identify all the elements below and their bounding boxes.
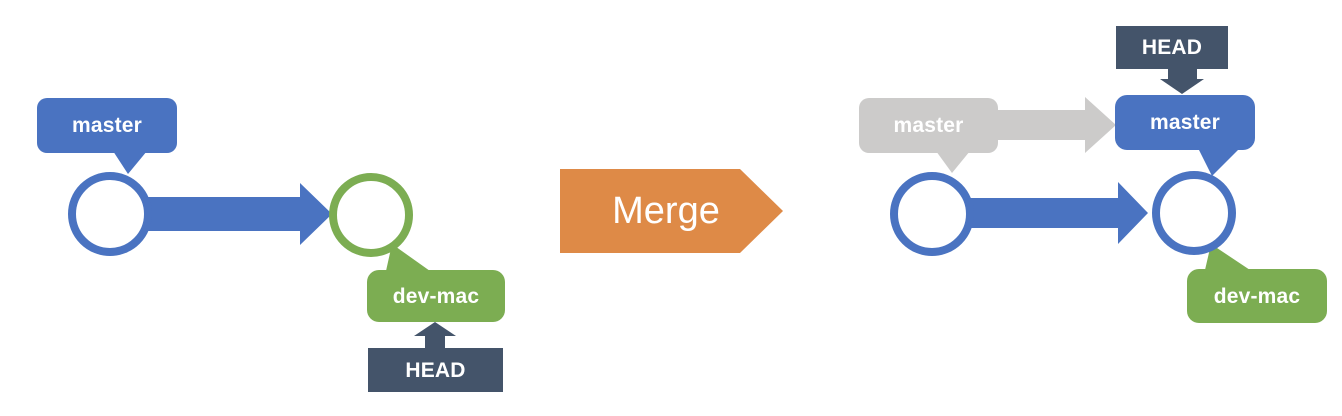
before-commit-node-1 [68, 172, 152, 256]
after-commit-arrow-head [1118, 182, 1148, 244]
before-devmac-bubble [367, 270, 505, 322]
merge-chevron [560, 169, 783, 253]
after-commit-node-1 [890, 172, 974, 256]
after-devmac-bubble [1187, 269, 1327, 323]
after-master-move-arrow-head [1085, 97, 1116, 153]
after-head-arrow-down [1160, 69, 1204, 94]
before-commit-arrow-body [148, 197, 302, 231]
after-old-master-bubble [859, 98, 998, 153]
before-head-box [368, 348, 503, 392]
before-master-bubble-tail [113, 151, 147, 174]
after-master-bubble-tail [1198, 148, 1240, 176]
after-master-move-arrow-body [996, 110, 1086, 140]
after-commit-node-2 [1152, 171, 1236, 255]
before-master-bubble [37, 98, 177, 153]
after-head-box [1116, 26, 1228, 69]
before-commit-node-2 [329, 173, 413, 257]
after-commit-arrow-body [968, 198, 1118, 228]
after-old-master-bubble-tail [936, 151, 970, 173]
after-devmac-bubble-tail [1205, 244, 1250, 270]
before-head-arrow-up [414, 322, 456, 348]
before-commit-arrow-head [300, 183, 332, 245]
after-master-bubble [1115, 95, 1255, 150]
before-devmac-bubble-tail [386, 244, 430, 271]
